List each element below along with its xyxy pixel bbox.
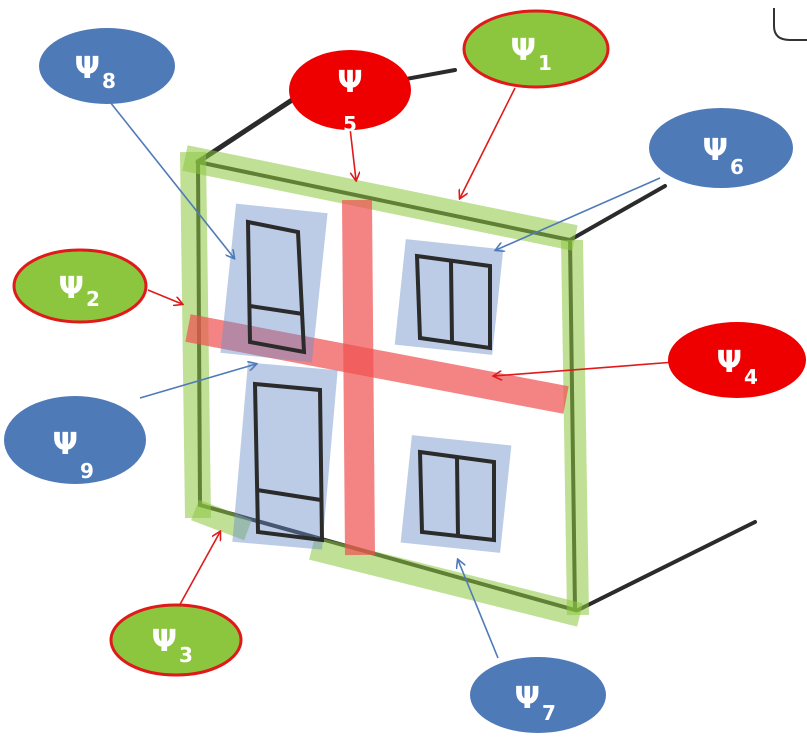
window-bottom-left [232, 362, 338, 550]
label-psi7-symbol: Ψ [515, 681, 541, 716]
label-psi8-symbol: Ψ [75, 51, 101, 86]
cropped-glyph-fragment [773, 8, 807, 41]
label-psi6-symbol: Ψ [703, 133, 729, 168]
label-psi3-subscript: 3 [179, 643, 193, 667]
label-psi1-symbol: Ψ [511, 33, 537, 68]
arrows [109, 87, 676, 659]
label-psi5: Ψ 5 [289, 50, 411, 136]
label-psi5-subscript: 5 [343, 112, 357, 136]
label-psi5-symbol: Ψ [337, 65, 363, 100]
label-psi8-subscript: 8 [102, 69, 116, 93]
label-psi9-subscript: 9 [80, 459, 94, 483]
label-psi3: Ψ 3 [109, 603, 243, 677]
label-psi2: Ψ 2 [12, 248, 148, 324]
label-psi2-subscript: 2 [86, 287, 100, 311]
vertical-split [342, 199, 375, 556]
window-bottom-right [400, 435, 512, 553]
label-psi8: Ψ 8 [39, 28, 175, 104]
arrow-psi6 [496, 177, 661, 250]
label-psi6-subscript: 6 [730, 155, 744, 179]
facade-bottom-right-band [309, 536, 583, 627]
label-psi9-symbol: Ψ [53, 427, 79, 462]
label-psi1: Ψ 1 [462, 9, 610, 89]
window-top-left [220, 203, 328, 363]
label-psi9: Ψ 9 [4, 396, 146, 484]
label-psi7: Ψ 7 [470, 657, 606, 733]
label-psi3-symbol: Ψ [152, 624, 178, 659]
facade-right-band [561, 239, 589, 616]
arrow-psi3 [177, 532, 220, 609]
label-psi1-subscript: 1 [538, 51, 552, 75]
arrow-psi2 [147, 289, 182, 304]
arrow-psi1 [460, 87, 516, 198]
arrow-psi8 [109, 101, 234, 258]
roof-right-edge [568, 184, 667, 242]
windows [220, 203, 512, 553]
label-psi6: Ψ 6 [649, 108, 793, 188]
label-psi2-symbol: Ψ [59, 271, 85, 306]
label-psi4-symbol: Ψ [717, 345, 743, 380]
facade-top-band [182, 145, 578, 251]
label-psi4-subscript: 4 [744, 365, 758, 389]
arrow-psi7 [458, 560, 499, 659]
arrow-psi4 [494, 361, 676, 376]
window-top-right [394, 239, 504, 355]
label-psi4: Ψ 4 [668, 322, 806, 398]
label-psi7-subscript: 7 [542, 701, 556, 725]
arrow-psi9 [139, 364, 256, 399]
side-bottom-edge [576, 520, 757, 612]
arrow-psi5 [349, 127, 356, 180]
facade-bottom-left-band [191, 499, 252, 541]
